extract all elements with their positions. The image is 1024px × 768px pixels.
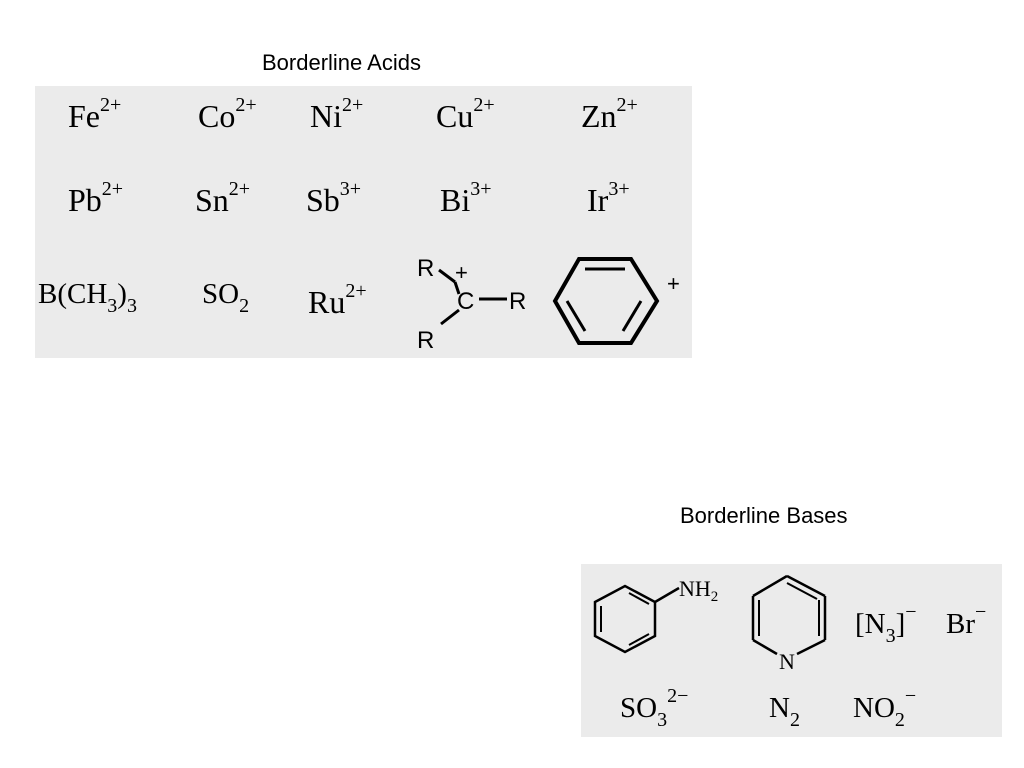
ion-ir: Ir3+	[587, 178, 630, 218]
pyridine-n: N	[779, 649, 795, 670]
aniline-sub: 2	[711, 589, 719, 605]
svg-text:NH2: NH2	[679, 576, 718, 605]
azide-ion: [N3]−	[855, 601, 917, 647]
acids-panel: Fe2+ Co2+ Ni2+ Cu2+ Zn2+ Pb2+ Sn2+ Sb3+ …	[35, 86, 692, 358]
carbocation-r-right: R	[509, 288, 526, 315]
dinitrogen: N2	[769, 692, 800, 731]
acids-title: Borderline Acids	[262, 50, 421, 75]
carbocation-c: C	[457, 288, 474, 315]
ion-ni: Ni2+	[310, 94, 364, 134]
nitrite-ion: NO2−	[853, 685, 917, 731]
bromide-ion: Br−	[946, 601, 987, 640]
carbocation-r-bottom: R	[417, 327, 434, 354]
carbocation-structure: R + C R R	[417, 255, 526, 354]
ion-fe: Fe2+	[68, 94, 122, 134]
sulfur-dioxide: SO2	[202, 278, 250, 317]
ion-ru: Ru2+	[308, 280, 367, 320]
ion-sn: Sn2+	[195, 178, 251, 218]
aniline-nh: NH	[679, 576, 711, 601]
ion-zn: Zn2+	[581, 94, 638, 134]
trimethylborane: B(CH3)3	[38, 278, 137, 317]
pyridine-structure: N	[751, 574, 827, 670]
ion-bi: Bi3+	[440, 178, 492, 218]
sulfite-ion: SO32−	[620, 685, 689, 731]
ion-sb: Sb3+	[306, 178, 362, 218]
benzenium-charge: +	[667, 271, 680, 296]
carbocation-charge: +	[455, 260, 468, 285]
ion-cu: Cu2+	[436, 94, 495, 134]
benzenium-structure: +	[552, 257, 680, 345]
carbocation-r-top: R	[417, 255, 434, 282]
aniline-structure: NH2	[593, 576, 718, 654]
ion-pb: Pb2+	[68, 178, 124, 218]
ion-co: Co2+	[198, 94, 257, 134]
bases-panel: NH2 N [N3]− Br− SO32− N2 NO2−	[581, 564, 1002, 737]
bases-title: Borderline Bases	[680, 503, 848, 528]
